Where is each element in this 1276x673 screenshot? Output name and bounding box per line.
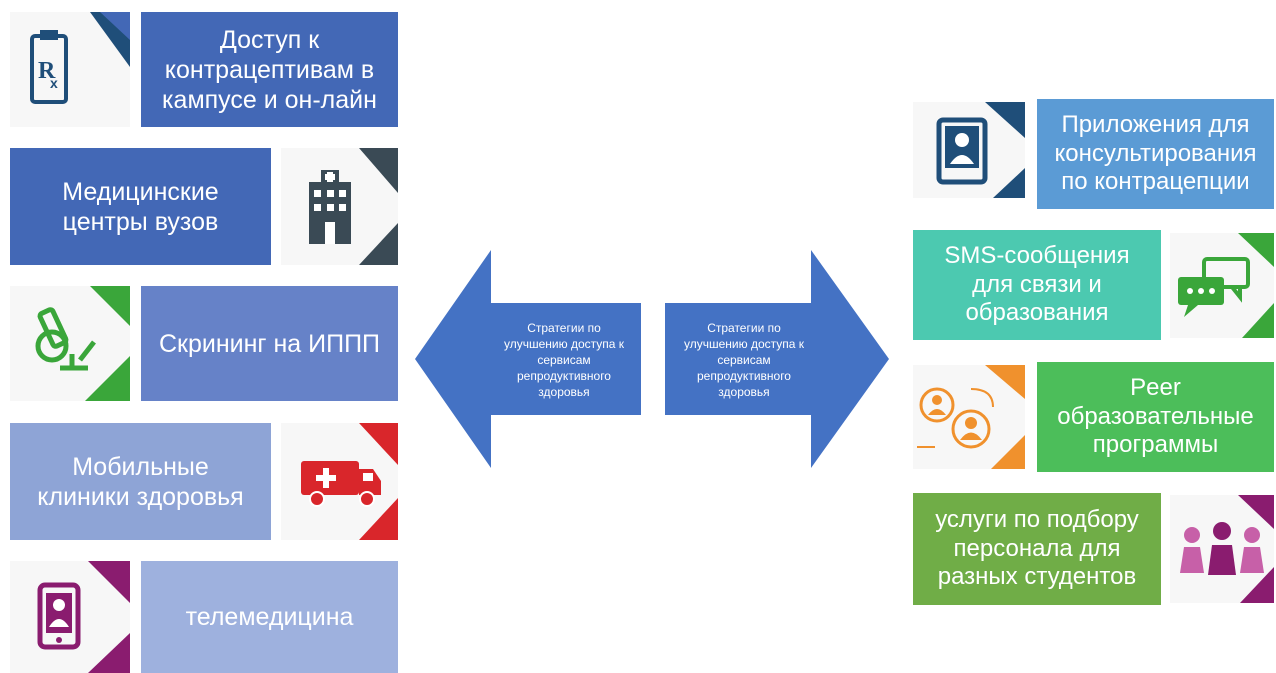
left-arrow-text: Стратегии по улучшению доступа к сервиса… bbox=[503, 320, 625, 400]
right-item-2-label: SMS-сообщения для связи и образования bbox=[913, 230, 1161, 340]
svg-text:x: x bbox=[50, 75, 58, 91]
left-item-3-label: Скрининг на ИППП bbox=[141, 286, 398, 401]
left-arrow bbox=[415, 250, 641, 468]
hospital-icon bbox=[309, 148, 398, 265]
left-item-5-label: телемедицина bbox=[141, 561, 398, 673]
ambulance-icon bbox=[301, 423, 398, 540]
left-item-1-label: Доступ к контрацептивам в кампусе и он-л… bbox=[141, 12, 398, 127]
microscope-icon bbox=[35, 286, 130, 401]
peer-group-icon bbox=[917, 365, 1025, 469]
left-item-5-icon-box bbox=[10, 561, 130, 673]
right-item-4-icon-box bbox=[1170, 495, 1274, 603]
right-arrow-text: Стратегии по улучшению доступа к сервиса… bbox=[683, 320, 805, 400]
people-icon bbox=[1180, 495, 1274, 603]
left-item-4-label: Мобильные клиники здоровья bbox=[10, 423, 271, 540]
prescription-icon: R x bbox=[30, 12, 130, 104]
tablet-user-icon bbox=[936, 102, 1025, 198]
right-arrow bbox=[665, 250, 889, 468]
left-item-3-icon-box bbox=[10, 286, 130, 401]
right-item-3-label: Peer образовательные программы bbox=[1037, 362, 1274, 472]
svg-text:R: R bbox=[38, 58, 56, 84]
left-item-2-icon-box bbox=[281, 148, 398, 265]
left-item-1-icon-box: R x bbox=[10, 12, 130, 127]
right-item-1-icon-box bbox=[913, 102, 1025, 198]
right-item-4-label: услуги по подбору персонала для разных с… bbox=[913, 493, 1161, 605]
telemedicine-icon bbox=[37, 561, 130, 673]
left-item-4-icon-box bbox=[281, 423, 398, 540]
chat-icon bbox=[1178, 233, 1274, 338]
right-item-2-icon-box bbox=[1170, 233, 1274, 338]
left-item-2-label: Медицинские центры вузов bbox=[10, 148, 271, 265]
right-item-1-label: Приложения для консультирования по контр… bbox=[1037, 99, 1274, 209]
right-item-3-icon-box bbox=[913, 365, 1025, 469]
